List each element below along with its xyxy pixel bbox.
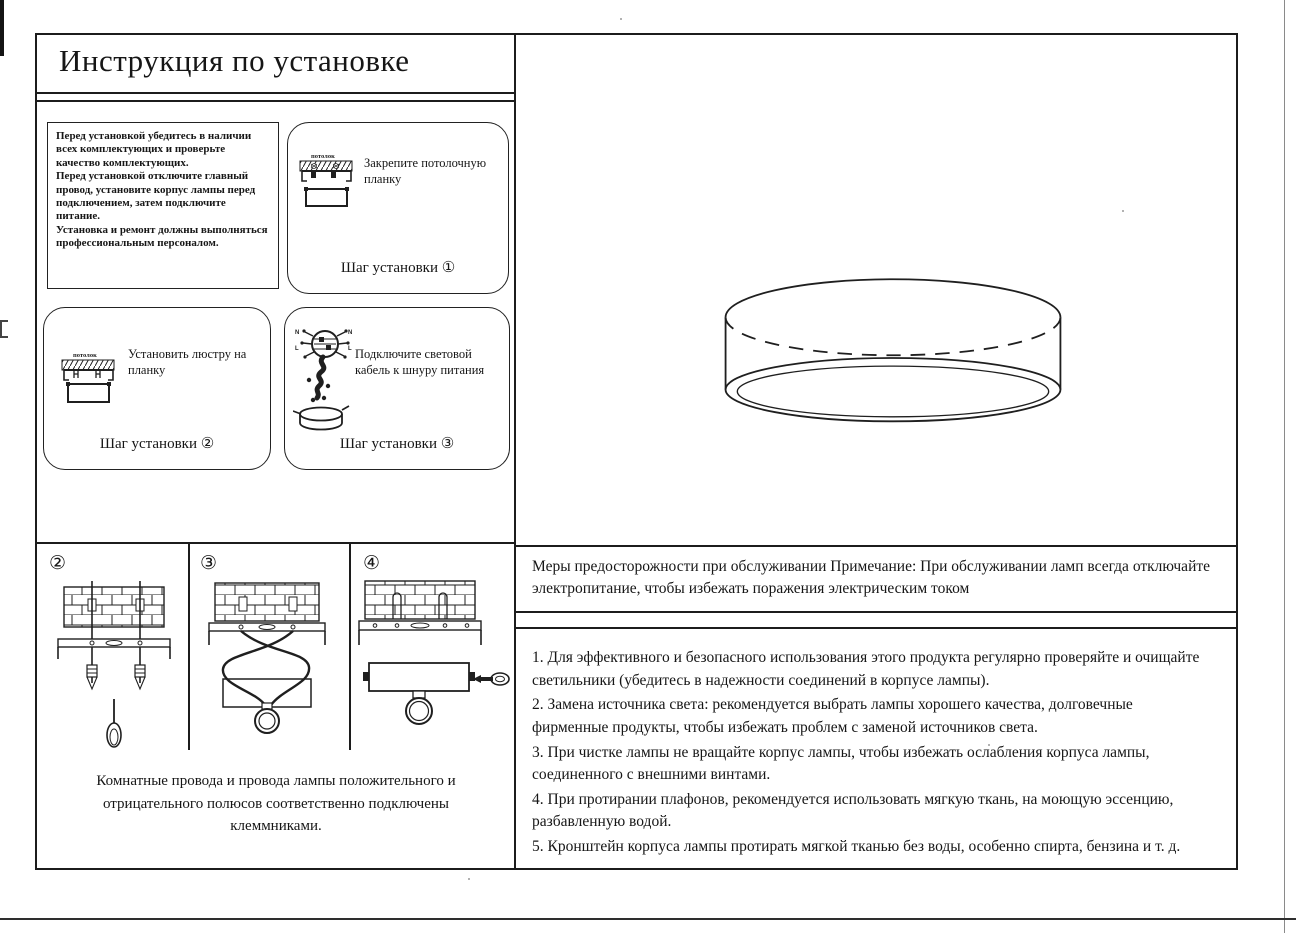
panel-divider xyxy=(349,544,351,750)
wire-label-l: L xyxy=(295,346,299,352)
step-caption: Подключите световой кабель к шнуру питан… xyxy=(355,347,485,378)
maintenance-item: 2. Замена источника света: рекомендуется… xyxy=(532,696,1133,736)
maintenance-note: Меры предосторожности при обслуживании П… xyxy=(532,558,1211,598)
page-title: Инструкция по установке xyxy=(59,43,410,78)
wiring-connection-illustration: N L N L xyxy=(293,324,353,434)
drum-ceiling-lamp-drawing xyxy=(712,263,1074,443)
ceiling-label: потолок xyxy=(73,352,97,359)
scan-artifact-bottom-line xyxy=(0,918,1296,920)
panel-divider xyxy=(188,544,190,750)
step-label: Шаг установки ① xyxy=(340,258,456,276)
precaution-line: Перед установкой отключите главный прово… xyxy=(56,170,256,223)
lamp-drawing-area xyxy=(516,35,1236,547)
mounting-diagram-body xyxy=(355,575,510,755)
ceiling-label: потолок xyxy=(311,153,335,160)
installation-step-2-box: потолок Установить люстру на планку Шаг … xyxy=(43,307,271,470)
circled-number-icon: ② xyxy=(49,552,67,574)
wiring-note: Комнатные провода и провода лампы положи… xyxy=(96,773,456,834)
installation-precautions-box: Перед установкой убедитесь в наличии все… xyxy=(47,122,279,289)
maintenance-item: 3. При чистке лампы не вращайте корпус л… xyxy=(532,743,1150,784)
scan-speck xyxy=(1122,210,1124,212)
circled-number-icon: ④ xyxy=(363,552,381,574)
right-column: Меры предосторожности при обслуживании П… xyxy=(516,35,1236,868)
scan-speck xyxy=(468,878,470,880)
wire-label-l: L xyxy=(348,346,352,352)
scan-speck xyxy=(988,744,990,746)
maintenance-item: 5. Кронштейн корпуса лампы протирать мяг… xyxy=(532,838,1181,855)
left-column: Инструкция по установке Перед установкой… xyxy=(37,35,516,868)
step-caption: Закрепите потолочную планку xyxy=(364,156,487,187)
maintenance-item: 4. При протирании плафонов, рекомендуетс… xyxy=(532,790,1174,831)
scan-artifact-mark xyxy=(0,320,8,338)
circled-number-icon: ③ xyxy=(200,552,218,574)
wire-label-n: N xyxy=(295,330,299,336)
installation-step-1-box: потолок Закрепите потолочную xyxy=(287,122,509,294)
maintenance-item: 1. Для эффективного и безопасного исполь… xyxy=(532,649,1200,689)
title-box: Инструкция по установке xyxy=(37,35,514,94)
step-label: Шаг установки ③ xyxy=(339,434,455,452)
divider-strip xyxy=(516,615,1236,629)
scan-artifact-right-line xyxy=(1284,0,1285,933)
step-caption: Установить люстру на планку xyxy=(128,347,247,378)
precaution-line: Перед установкой убедитесь в наличии все… xyxy=(56,130,252,169)
step-label: Шаг установки ② xyxy=(99,434,215,452)
ceiling-bracket-illustration: потолок xyxy=(298,149,362,245)
mounting-diagram-screws xyxy=(42,575,182,755)
circled-number-icon: ① xyxy=(441,258,456,276)
wire-label-n: N xyxy=(348,330,352,336)
maintenance-precaution-strip: Меры предосторожности при обслуживании П… xyxy=(516,547,1236,613)
section-divider xyxy=(37,542,514,544)
circled-number-icon: ③ xyxy=(440,434,455,452)
title-underline xyxy=(37,100,514,102)
document-frame: Инструкция по установке Перед установкой… xyxy=(35,33,1238,870)
scan-artifact-corner xyxy=(0,0,4,56)
mounting-diagram-wires xyxy=(195,575,335,755)
maintenance-items-box: 1. Для эффективного и безопасного исполь… xyxy=(516,631,1236,868)
circled-number-icon: ② xyxy=(200,434,215,452)
scan-speck xyxy=(620,18,622,20)
ceiling-bracket-illustration: потолок xyxy=(60,348,124,444)
installation-step-3-box: N L N L Подключите световой кабель к шну… xyxy=(284,307,510,470)
precaution-line: Установка и ремонт должны выполняться пр… xyxy=(56,223,268,250)
